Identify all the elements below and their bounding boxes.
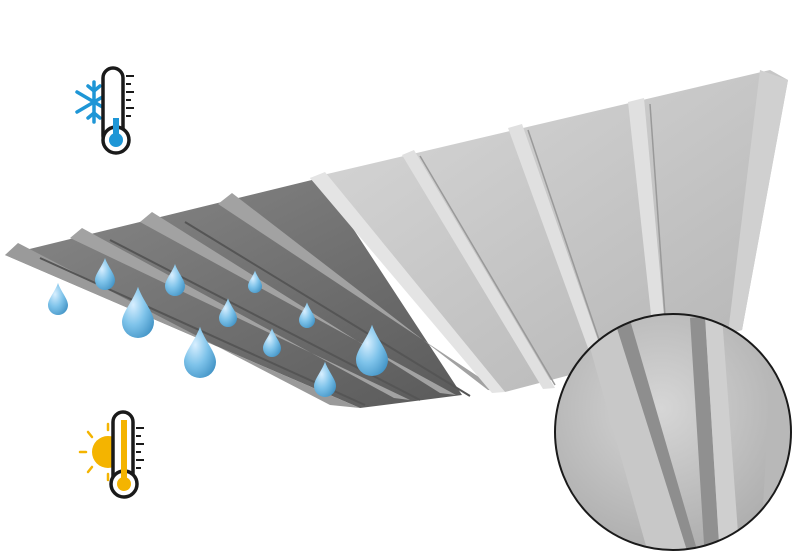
snowflake-thermometer-icon <box>75 66 134 155</box>
texture-zoom-circle <box>554 313 792 551</box>
water-drop-icon <box>165 264 185 296</box>
water-drop-icon <box>263 328 281 357</box>
water-drop-icon <box>95 258 115 290</box>
sheet-underside <box>5 178 500 408</box>
water-drops <box>48 258 388 397</box>
water-drop-icon <box>299 302 315 328</box>
sheet-top-surface <box>310 70 788 393</box>
water-drop-icon <box>356 324 388 376</box>
water-drop-icon <box>248 270 262 293</box>
water-drop-icon <box>48 283 68 315</box>
water-drop-icon <box>219 298 237 327</box>
sun-thermometer-icon <box>78 410 144 499</box>
water-drop-icon <box>122 286 154 338</box>
water-drop-icon <box>184 326 216 378</box>
water-drop-icon <box>314 361 336 397</box>
